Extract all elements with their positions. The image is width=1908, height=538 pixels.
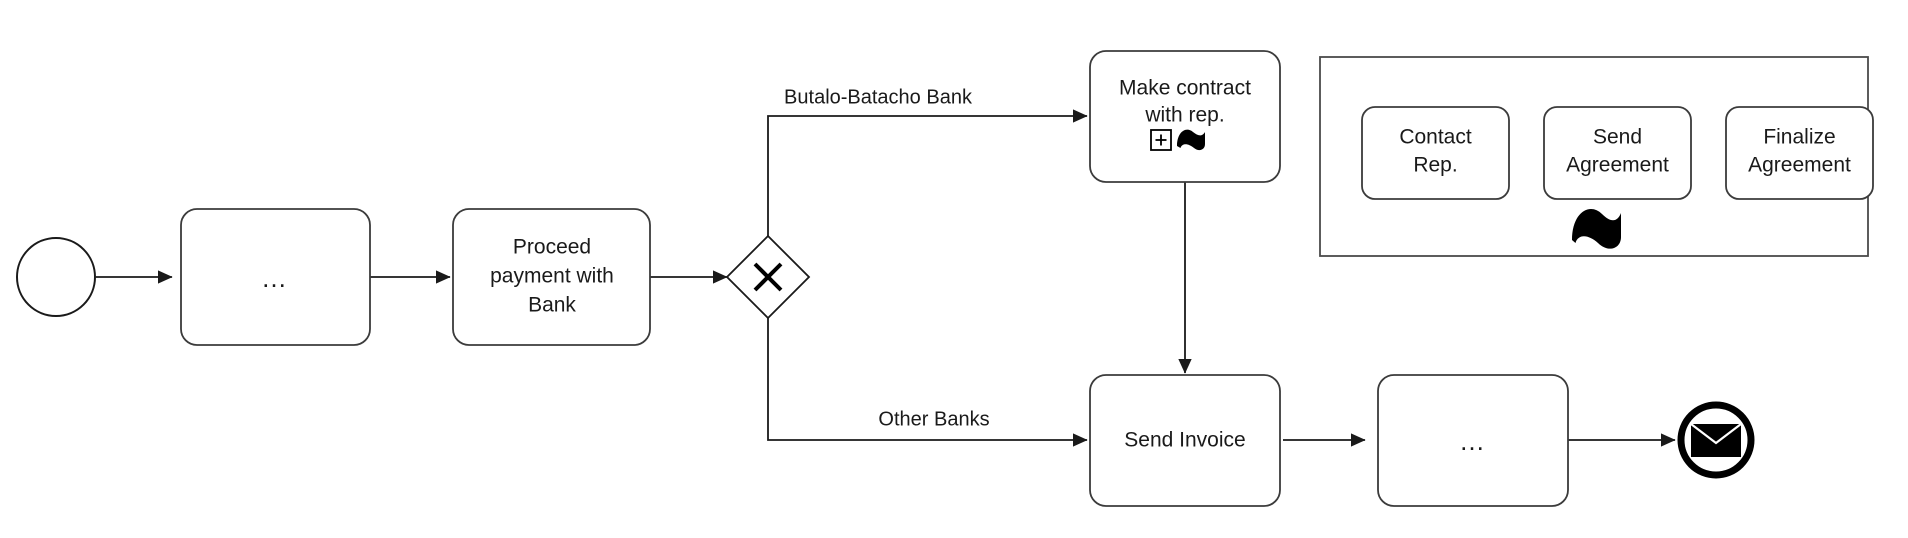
task-label-line2: Rep. xyxy=(1413,154,1457,177)
message-end-event[interactable] xyxy=(1677,401,1755,479)
exclusive-gateway[interactable] xyxy=(725,234,811,320)
edge-label-other-banks: Other Banks xyxy=(878,408,989,430)
task-box xyxy=(1361,106,1510,200)
task-send-invoice[interactable]: Send Invoice xyxy=(1089,374,1281,507)
x-gateway-icon xyxy=(753,262,783,292)
task-placeholder-after[interactable]: … xyxy=(1377,374,1569,507)
task-placeholder-label: … xyxy=(1459,426,1487,456)
plus-marker-icon xyxy=(1150,129,1172,151)
adhoc-marker-icon xyxy=(1572,209,1621,249)
task-label-line1: Send xyxy=(1593,126,1642,149)
task-label-line1: Proceed xyxy=(513,236,591,259)
task-box xyxy=(1089,50,1281,183)
task-label-line1: Contact xyxy=(1399,126,1472,149)
task-placeholder-before[interactable]: … xyxy=(180,208,371,346)
task-box xyxy=(1089,374,1281,507)
task-label-line3: Bank xyxy=(528,294,576,317)
task-label: Send Invoice xyxy=(1124,429,1245,452)
task-label-line2: with rep. xyxy=(1144,104,1224,127)
task-box xyxy=(1543,106,1692,200)
flow-gateway-to-make-contract xyxy=(767,109,1088,236)
task-label-line2: Agreement xyxy=(1566,154,1669,177)
expanded-subprocess-panel[interactable]: Contact Rep. Send Agreement Finalize Agr… xyxy=(1319,56,1874,257)
subprocess-task-finalize-agreement[interactable]: Finalize Agreement xyxy=(1725,106,1874,200)
task-box xyxy=(180,208,371,346)
task-proceed-payment-with-bank[interactable]: Proceed payment with Bank xyxy=(452,208,651,346)
envelope-icon xyxy=(1690,423,1742,457)
flow-gateway-to-send-invoice xyxy=(767,318,1088,447)
circle-icon xyxy=(16,237,96,317)
start-event[interactable] xyxy=(16,237,96,317)
sequence-flows xyxy=(96,109,1676,447)
task-label-line2: Agreement xyxy=(1748,154,1851,177)
subprocess-task-contact-rep[interactable]: Contact Rep. xyxy=(1361,106,1510,200)
task-box xyxy=(1725,106,1874,200)
adhoc-marker-icon xyxy=(1177,129,1205,151)
task-box xyxy=(452,208,651,346)
task-label-line1: Make contract xyxy=(1119,77,1251,100)
edge-label-butalo-batacho-bank: Butalo-Batacho Bank xyxy=(784,86,973,108)
task-make-contract-with-rep[interactable]: Make contract with rep. xyxy=(1089,50,1281,183)
task-box xyxy=(1377,374,1569,507)
task-label-line1: Finalize xyxy=(1763,126,1835,149)
subprocess-task-send-agreement[interactable]: Send Agreement xyxy=(1543,106,1692,200)
task-placeholder-label: … xyxy=(261,263,289,293)
task-label-line2: payment with xyxy=(490,265,614,288)
